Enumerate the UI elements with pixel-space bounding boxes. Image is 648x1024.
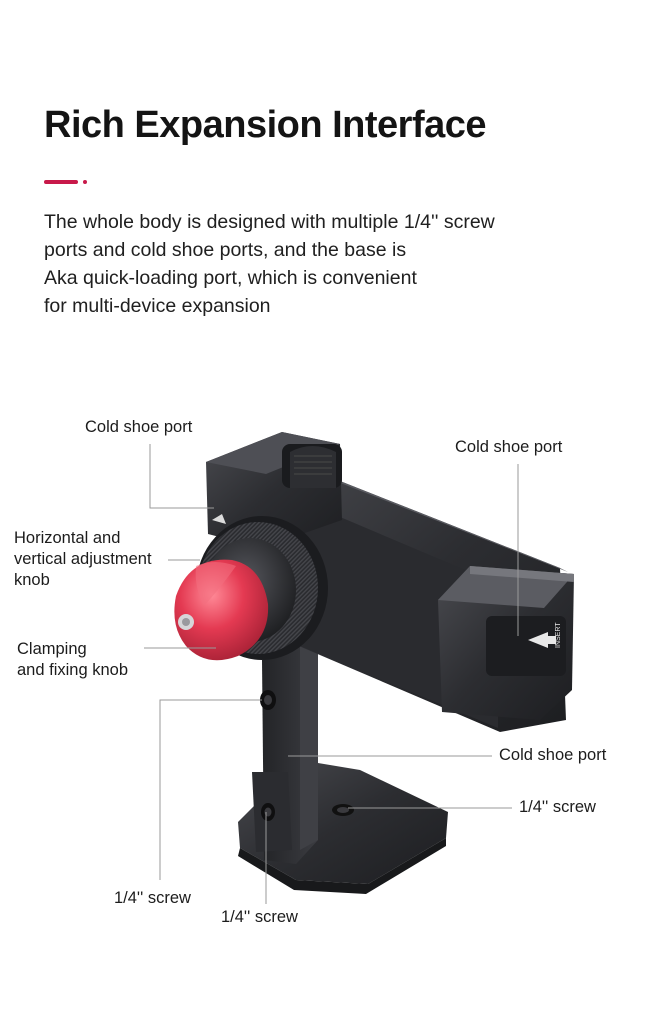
callout-cold-shoe-right: Cold shoe port — [455, 438, 563, 456]
title-accent-dot — [83, 180, 87, 184]
callout-screw-left: 1/4'' screw — [114, 889, 191, 907]
phone-holder-product-image: INSERT — [174, 432, 574, 894]
callout-screw-bottom: 1/4'' screw — [221, 908, 298, 926]
page-title: Rich Expansion Interface — [44, 104, 487, 146]
description-line: for multi-device expansion — [44, 295, 271, 317]
callout-line: and fixing knob — [17, 661, 128, 679]
title-accent-bar — [44, 180, 78, 184]
callout-line: Horizontal and — [14, 529, 121, 547]
callout-adjustment-knob: Horizontal and vertical adjustment knob — [14, 528, 152, 591]
description-line: ports and cold shoe ports, and the base … — [44, 239, 407, 261]
description-line: The whole body is designed with multiple… — [44, 211, 495, 233]
description-line: Aka quick-loading port, which is conveni… — [44, 267, 417, 289]
callout-line: knob — [14, 571, 50, 589]
callout-cold-shoe-top-left: Cold shoe port — [85, 418, 193, 436]
insert-marking: INSERT — [555, 622, 562, 648]
callout-screw-base-right: 1/4'' screw — [519, 798, 596, 816]
callout-clamping-knob: Clamping and fixing knob — [17, 639, 128, 681]
callout-line: Clamping — [17, 640, 87, 658]
callout-cold-shoe-bottom: Cold shoe port — [499, 746, 607, 764]
description: The whole body is designed with multiple… — [44, 208, 604, 320]
callout-line: vertical adjustment — [14, 550, 152, 568]
